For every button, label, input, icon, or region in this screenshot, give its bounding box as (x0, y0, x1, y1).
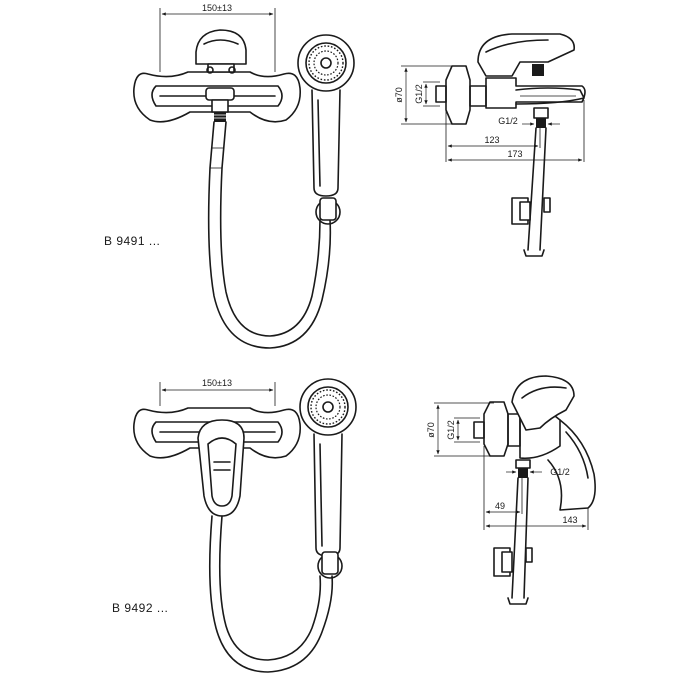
dimension-depth-2: 49 143 (483, 446, 589, 530)
side-hose-2 (507, 477, 529, 605)
dimension-center-distance-1: 150±13 (159, 3, 276, 72)
side-body-1 (435, 33, 586, 128)
diameter-label-2: ø70 (426, 422, 436, 438)
side-view-model-1: ø70 G1/2 G (394, 33, 586, 257)
shower-hose-1 (207, 121, 332, 349)
center-distance-label-1: 150±13 (202, 3, 232, 13)
dimension-center-distance-2: 150±13 (159, 378, 276, 406)
lever-handle-2 (197, 419, 245, 517)
dimension-thread-horizontal-2: G1/2 (506, 467, 570, 477)
side-body-2 (473, 375, 596, 511)
dimension-thread-vertical-2: G1/2 (446, 417, 480, 443)
side-holder-1 (511, 197, 551, 225)
shower-hose-2 (208, 515, 334, 673)
thread-label-horizontal-1: G1/2 (498, 116, 518, 126)
depth-outer-label-1: 173 (507, 149, 522, 159)
thread-label-vertical-1: G1/2 (414, 84, 424, 104)
depth-outer-label-2: 143 (562, 515, 577, 525)
diameter-label-1: ø70 (394, 87, 404, 103)
model-code-1: B 9491 ... (104, 234, 160, 248)
front-view-model-1: 150±13 (104, 3, 355, 349)
front-view-model-2: 150±13 B 9492 . (112, 378, 357, 673)
lever-handle-1 (195, 29, 247, 74)
depth-inner-label-1: 123 (484, 135, 499, 145)
diverter-1 (205, 87, 235, 122)
depth-inner-label-2: 49 (495, 501, 505, 511)
wall-holder-1 (315, 197, 341, 225)
side-hose-1 (523, 127, 547, 257)
model-code-2: B 9492 ... (112, 601, 168, 615)
dimension-thread-horizontal-1: G1/2 (498, 116, 560, 126)
side-view-model-2: ø70 G1/2 G1/2 (426, 375, 596, 605)
center-distance-label-2: 150±13 (202, 378, 232, 388)
dimension-diameter-1: ø70 (394, 65, 454, 125)
dimension-depth-1: 123 173 (445, 100, 585, 162)
hand-shower-1 (297, 34, 355, 197)
hand-shower-2 (299, 378, 357, 557)
thread-label-horizontal-2: G1/2 (550, 467, 570, 477)
dimension-thread-vertical-1: G1/2 (414, 81, 440, 107)
wall-holder-2 (317, 551, 343, 579)
thread-label-vertical-2: G1/2 (446, 420, 456, 440)
side-holder-2 (493, 547, 533, 577)
